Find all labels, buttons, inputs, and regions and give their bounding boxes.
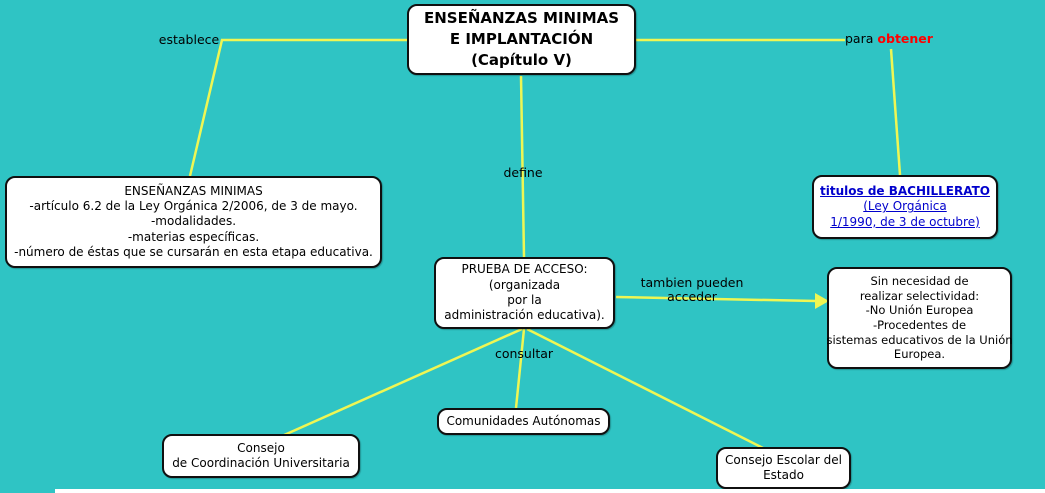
bottom-strip	[55, 489, 1045, 493]
connector-obtener-down	[889, 48, 902, 176]
connector-establece	[188, 38, 407, 177]
consejo-escolar-line1: Consejo Escolar del	[725, 452, 842, 467]
consejo-coordinacion-line1: Consejo	[237, 440, 285, 455]
label-para-word: para	[845, 31, 874, 46]
sin-necesidad-line6: Europea.	[893, 347, 946, 362]
ensenanzas-line2: -artículo 6.2 de la Ley Orgánica 2/2006,…	[29, 198, 358, 213]
acceder-arrowhead-icon	[815, 293, 829, 309]
connector-define	[519, 75, 526, 258]
node-title: ENSEÑANZAS MINIMAS E IMPLANTACIÓN (Capít…	[407, 4, 636, 75]
bachillerato-link-line1[interactable]: titulos de BACHILLERATO	[820, 183, 990, 198]
connector-consultar-right	[526, 327, 764, 450]
sin-necesidad-line5: sistemas educativos de la Unión	[826, 332, 1013, 347]
node-consejo-coordinacion: Consejo de Coordinación Universitaria	[162, 434, 360, 478]
node-title-line3: (Capítulo V)	[471, 51, 572, 69]
node-consejo-escolar: Consejo Escolar del Estado	[716, 447, 851, 489]
sin-necesidad-line3: -No Unión Europea	[865, 303, 974, 318]
label-tambien-pueden: tambien pueden acceder	[640, 275, 744, 305]
comunidades-line1: Comunidades Autónomas	[446, 413, 601, 428]
node-titulos-bachillerato[interactable]: titulos de BACHILLERATO (Ley Orgánica 1/…	[812, 175, 998, 239]
node-sin-necesidad: Sin necesidad de realizar selectividad: …	[826, 267, 1013, 369]
ensenanzas-line1: ENSEÑANZAS MINIMAS	[124, 183, 263, 198]
sin-necesidad-line2: realizar selectividad:	[859, 288, 980, 303]
ensenanzas-line3: -modalidades.	[150, 214, 237, 229]
node-title-line2: E IMPLANTACIÓN	[449, 30, 594, 48]
prueba-line4: administración educativa).	[444, 308, 605, 323]
ensenanzas-line4: -materias específicas.	[127, 229, 260, 244]
bachillerato-link-line3[interactable]: 1/1990, de 3 de octubre)	[830, 214, 980, 229]
label-define: define	[503, 165, 543, 180]
label-obtener-word: obtener	[877, 31, 933, 46]
label-consultar: consultar	[494, 346, 554, 361]
node-title-line1: ENSEÑANZAS MINIMAS	[423, 9, 620, 27]
consejo-coordinacion-line2: de Coordinación Universitaria	[172, 456, 350, 470]
node-ensenanzas-minimas: ENSEÑANZAS MINIMAS -artículo 6.2 de la L…	[5, 176, 382, 268]
connector-consultar-middle	[514, 328, 526, 409]
prueba-line3: por la	[507, 293, 542, 307]
label-tambien-line2: acceder	[667, 289, 717, 305]
label-establece: establece	[158, 32, 220, 47]
sin-necesidad-line4: -Procedentes de	[872, 318, 967, 332]
prueba-line2: (organizada	[488, 277, 561, 292]
bachillerato-link-line2[interactable]: (Ley Orgánica	[863, 199, 947, 214]
consejo-escolar-line2: Estado	[763, 468, 804, 482]
ensenanzas-line5: -número de éstas que se cursarán en esta…	[14, 245, 373, 260]
label-tambien-line1: tambien pueden	[640, 275, 744, 290]
prueba-line1: PRUEBA DE ACCESO:	[461, 262, 588, 277]
node-comunidades-autonomas: Comunidades Autónomas	[437, 408, 610, 435]
sin-necesidad-line1: Sin necesidad de	[870, 273, 969, 288]
connector-acceder	[615, 295, 817, 303]
node-prueba-acceso: PRUEBA DE ACCESO: (organizada por la adm…	[434, 257, 615, 329]
connector-consultar-left	[281, 327, 523, 438]
